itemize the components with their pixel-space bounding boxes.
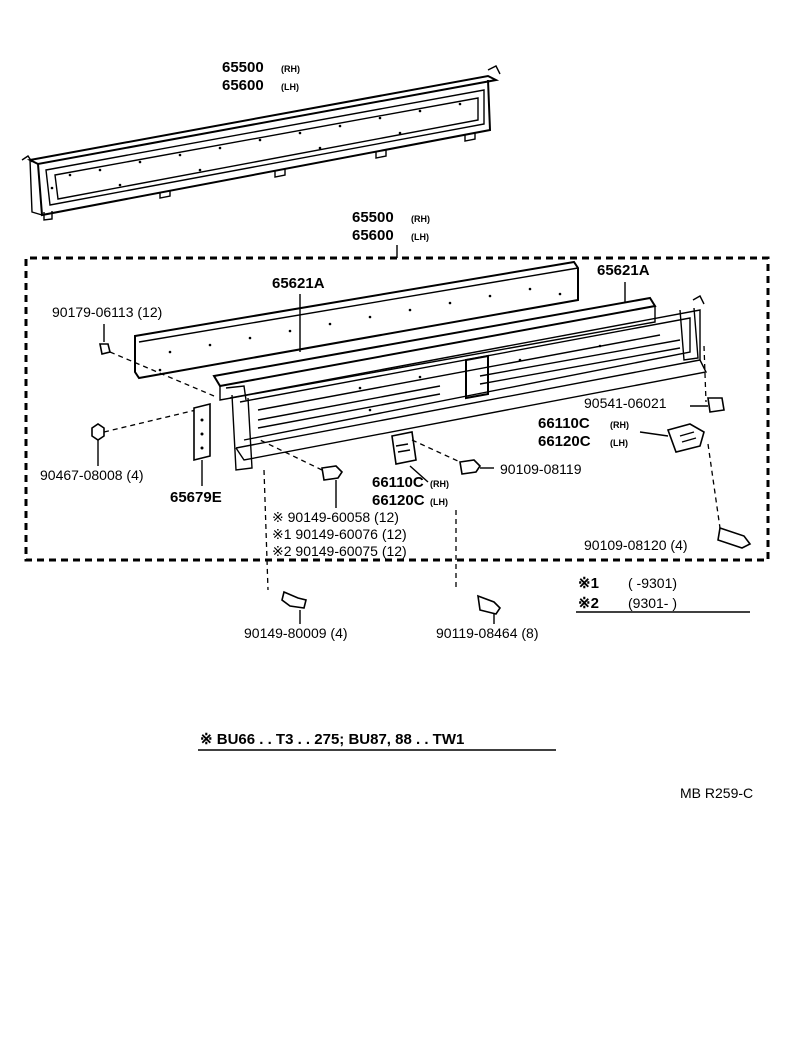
label-hinge-mid-lh-suffix: (LH): [430, 497, 448, 507]
label-65621a-right: 65621A: [597, 262, 650, 279]
label-90541-06021: 90541-06021: [584, 395, 667, 411]
label-mid-65500: 65500: [352, 209, 394, 226]
top-side-panel-assembly: [21, 65, 501, 221]
label-top-rh-suffix: (RH): [281, 64, 300, 74]
label-top-lh-suffix: (LH): [281, 82, 299, 92]
dashline-bolt-mid: [259, 439, 323, 471]
label-hinge-mid-66110c: 66110C: [372, 474, 424, 491]
label-mid-rh-suffix: (RH): [411, 214, 430, 224]
inner-panel-left: [134, 260, 579, 380]
legend-range-1: ( -9301): [628, 575, 677, 591]
legend-mark-2: ※2: [578, 595, 599, 612]
bolt-90109-08119-icon: [459, 459, 482, 475]
nut-90179-icon: [99, 343, 111, 355]
dashline-nut-left: [109, 351, 215, 397]
label-hinge-right-rh-suffix: (RH): [610, 420, 629, 430]
hinge-mid-detail: [395, 443, 411, 453]
label-hinge-right-66120c: 66120C: [538, 433, 591, 450]
label-top-65500: 65500: [222, 59, 264, 76]
reference-code: MB R259-C: [680, 785, 753, 801]
assembly-enclosure-frame: [24, 256, 770, 562]
bracket-holes: [200, 418, 204, 450]
legend-mark-1: ※1: [578, 575, 599, 592]
label-90109-08119: 90109-08119: [500, 461, 582, 477]
label-top-65600: 65600: [222, 77, 264, 94]
inner-panel-right-frame: [212, 295, 708, 471]
label-90467-08008: 90467-08008 (4): [40, 467, 144, 483]
label-90119-08464: 90119-08464 (8): [436, 625, 538, 641]
label-hinge-mid-rh-suffix: (RH): [430, 479, 449, 489]
label-90109-08120: 90109-08120 (4): [584, 537, 688, 553]
note-90149-60076: ※1 90149-60076 (12): [272, 526, 407, 542]
clip-90541-icon: [707, 397, 725, 413]
label-mid-lh-suffix: (LH): [411, 232, 429, 242]
label-90149-80009: 90149-80009 (4): [244, 625, 348, 641]
dashline-bolt-right: [707, 443, 721, 529]
bolt-90119-08464-icon: [477, 594, 502, 615]
dashline-hinge-mid: [411, 439, 461, 463]
legend-range-2: (9301- ): [628, 595, 677, 611]
note-90149-60058: ※ 90149-60058 (12): [272, 509, 399, 525]
label-90179-06113: 90179-06113 (12): [52, 304, 162, 320]
hinge-mid-icon: [391, 431, 417, 465]
label-65679e: 65679E: [170, 489, 222, 506]
screw-90467-icon: [91, 423, 105, 441]
label-mid-65600: 65600: [352, 227, 394, 244]
bolt-90109-08120-icon: [717, 526, 752, 549]
bracket-65679e-icon: [193, 402, 211, 462]
label-hinge-mid-66120c: 66120C: [372, 492, 425, 509]
label-hinge-right-66110c: 66110C: [538, 415, 590, 432]
footnote-applicability: ※ BU66 . . T3 . . 275; BU87, 88 . . TW1: [200, 731, 464, 748]
dashline-clip-right: [703, 345, 707, 403]
dashline-screw-left: [103, 409, 197, 433]
bolt-90149-icon: [321, 465, 344, 481]
bolt-90149-80009-icon: [281, 590, 307, 609]
leader-hinge-right: [639, 431, 669, 437]
label-hinge-right-lh-suffix: (LH): [610, 438, 628, 448]
leader-hinge-mid: [409, 465, 429, 483]
dashline-bolt-bottom-left: [263, 469, 269, 591]
note-90149-60075: ※2 90149-60075 (12): [272, 543, 407, 559]
hinge-right-icon: [666, 423, 705, 453]
label-65621a-left: 65621A: [272, 275, 325, 292]
hinge-right-detail: [679, 431, 697, 443]
